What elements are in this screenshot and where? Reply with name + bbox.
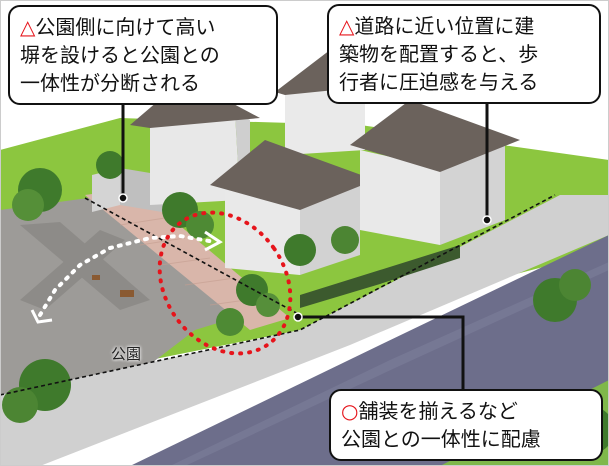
callout-building-line-1: △道路に近い位置に建 xyxy=(339,14,535,38)
tall-wall xyxy=(92,168,120,212)
leader-paving xyxy=(298,315,465,390)
sidewalk xyxy=(0,195,609,466)
route-arrow-right xyxy=(204,230,223,252)
callout-building-line-3: 行者に圧迫感を与える xyxy=(339,70,539,94)
callout-building: △道路に近い位置に建 築物を配置すると、歩 行者に圧迫感を与える xyxy=(327,4,601,104)
route-arrow-left xyxy=(30,309,53,324)
callout-paving: ○舗装を揃えるなど 公園との一体性に配慮 xyxy=(329,389,603,461)
warning-triangle-icon: △ xyxy=(20,15,36,39)
callout-paving-line-2: 公園との一体性に配慮 xyxy=(341,427,541,451)
good-circle-icon: ○ xyxy=(341,399,359,423)
house-right xyxy=(350,100,520,245)
callout-wall-line-1: △公園側に向けて高い xyxy=(20,15,216,39)
callout-wall-line-3: 一体性が分断される xyxy=(20,71,200,95)
pedestrian-route xyxy=(38,233,217,317)
boundary-line-2 xyxy=(0,194,556,396)
boundary-line xyxy=(84,197,301,316)
callout-wall-line-2: 塀を設けると公園との xyxy=(20,43,220,67)
focus-ellipse xyxy=(157,210,293,356)
callout-wall: △公園側に向けて高い 塀を設けると公園との 一体性が分断される xyxy=(8,5,278,105)
bench xyxy=(120,290,134,297)
callout-building-line-2: 築物を配置すると、歩 xyxy=(339,42,539,66)
park-label: 公園 xyxy=(111,345,142,363)
callout-paving-line-1: ○舗装を揃えるなど xyxy=(341,399,518,423)
trees xyxy=(2,151,609,454)
warning-triangle-icon: △ xyxy=(339,14,355,38)
hedge xyxy=(300,245,460,308)
